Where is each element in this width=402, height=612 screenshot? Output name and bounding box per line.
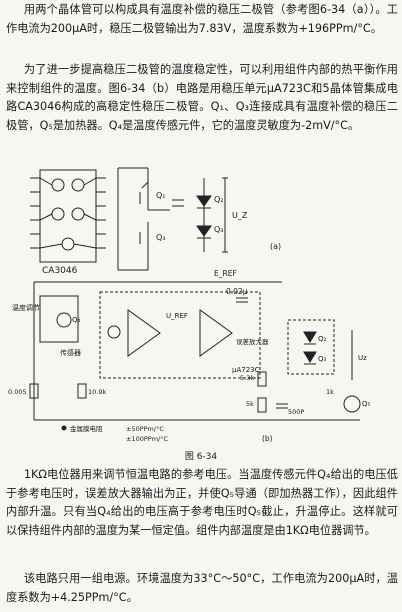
equivalent-symbol [172,177,228,253]
q3-b-label: Q₃ [318,355,327,363]
zener-stack [117,167,170,271]
sub-label-b: (b) [262,434,273,443]
figure-caption: 图 6-34 [184,452,218,462]
temp-adjust-label: 温度调节 [12,303,40,312]
ic-transistors [39,177,97,251]
temp-adjust-box [39,295,79,343]
figure-a: CA3046 Q₁ Q₃ Q₂ Q₃ U_Z [30,167,281,276]
legend-1: 金属膜电阻 [70,424,103,433]
ic-pins [30,177,106,249]
q2-label: Q₂ [214,195,224,204]
sub-label-a: (a) [270,242,281,251]
ic-b-label: μA723C [232,366,260,374]
q1-label: Q₁ [156,191,166,200]
r109k-label: 10.9k [88,388,106,396]
ca3046-package [39,169,97,263]
sensor-label: 传感器 [60,348,81,357]
paragraph-2: 为了进一步提高稳压二极管的温度稳定性，可以利用组件内部的热平衡作用来控制组件的温… [6,63,398,132]
paragraph-4: 该电路只用一组电源。环境温度为33°C～50°C，工作电流为200μA时，温度系… [6,572,398,604]
r53k-label: 5.3k [240,374,254,382]
vref-label: U_REF [166,312,188,320]
q3-label: Q₃ [156,233,166,242]
ua723c-box [99,291,261,379]
q5-label: Q₅ [362,400,371,408]
legend-3: ±100PPm/°C [126,435,168,443]
uz-label: U_Z [232,211,248,220]
paragraph-3: 1KΩ电位器用来调节恒温电路的参考电压。当温度传感元件Q₄给出的电压低于参考电压… [6,468,398,537]
q4-label: Q₄ [72,316,81,324]
figure-b: E_REF 0.02μ 温度调节 传感器 Q₄ U_REF 误差放大器 μA72… [8,269,371,443]
paragraph-1: 用两个晶体管可以构成具有温度补偿的稳压二极管（参考图6-34（a））。工作电流为… [6,3,398,35]
r0005-label: 0.005 [8,388,27,396]
eref-label: E_REF [214,269,237,278]
q3-eq-label: Q₃ [214,225,224,234]
ic-label: CA3046 [42,266,78,276]
q2-b-label: Q₂ [318,335,327,343]
error-amp-1 [127,309,161,357]
error-amp-label: 误差放大器 [236,337,269,346]
zener-box [287,319,335,375]
uz-b-label: Uz [358,354,367,362]
c500-label: 500P [288,408,304,416]
r5k-label: 5k [246,400,254,408]
r1k-label: 1k [326,388,334,396]
error-amp-2 [199,309,233,357]
legend-2: ±50PPm/°C [126,425,164,433]
